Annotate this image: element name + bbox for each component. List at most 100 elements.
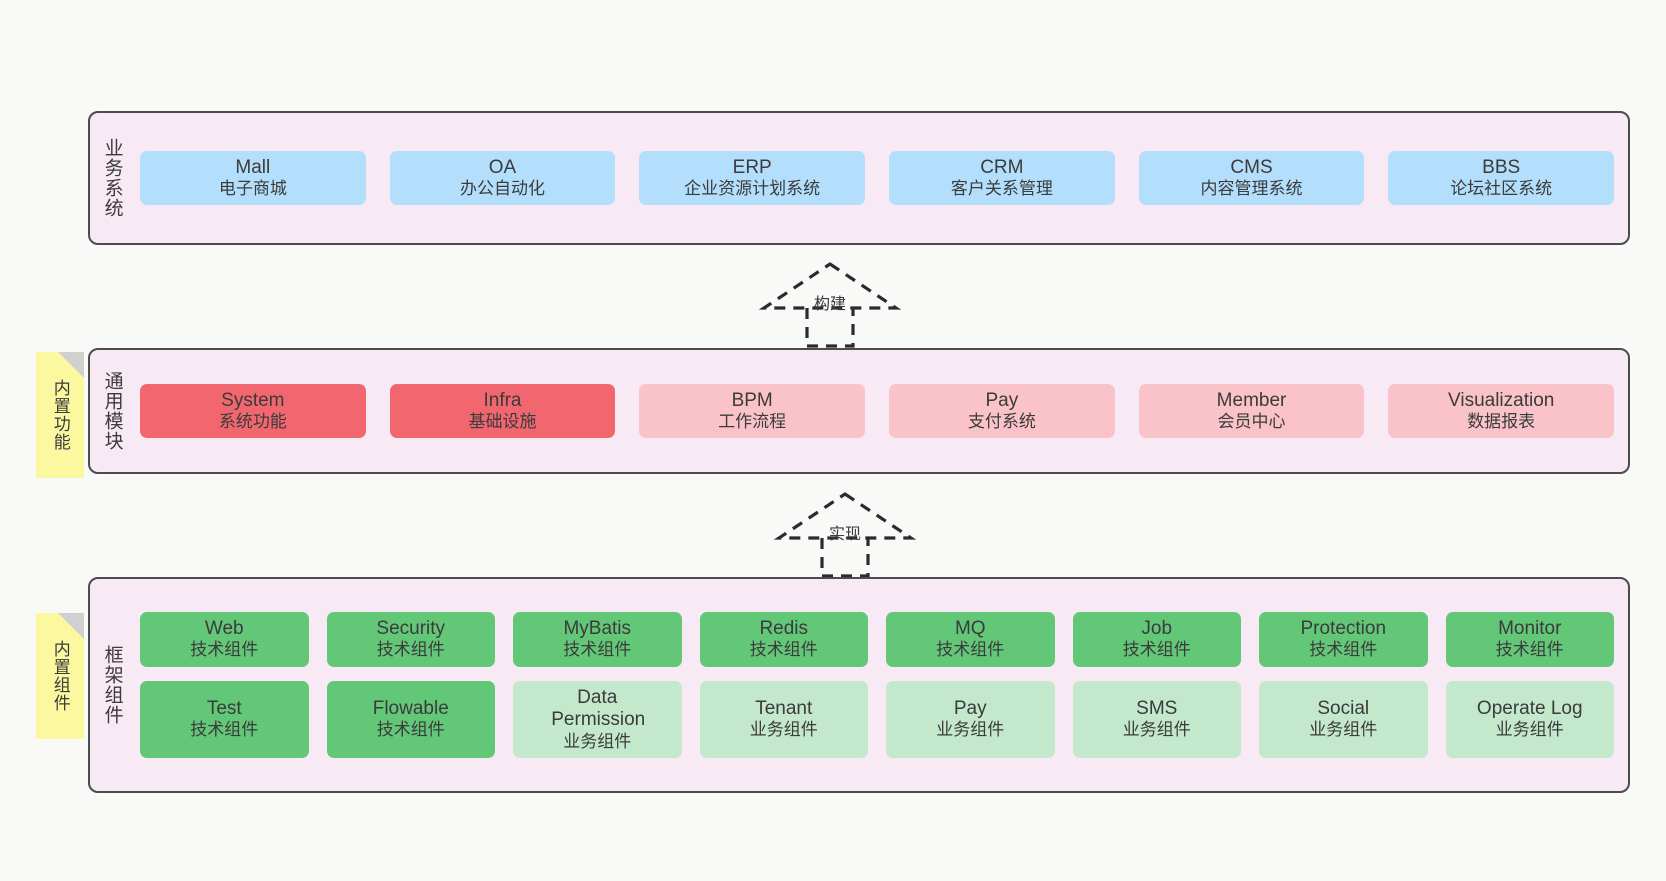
box-subtitle: 技术组件 bbox=[1309, 640, 1378, 660]
box-title: Protection bbox=[1300, 618, 1387, 639]
box-mq[interactable]: MQ 技术组件 bbox=[886, 612, 1055, 667]
box-title: Flowable bbox=[372, 698, 449, 719]
box-subtitle: 技术组件 bbox=[1495, 640, 1564, 660]
box-subtitle: 技术组件 bbox=[749, 640, 818, 660]
note-fold-corner-icon bbox=[58, 352, 84, 378]
box-title: Data Permission bbox=[551, 686, 646, 731]
box-pay-component[interactable]: Pay 业务组件 bbox=[886, 680, 1055, 758]
connector-implement: 实现 bbox=[760, 488, 930, 578]
box-subtitle: 技术组件 bbox=[190, 720, 259, 740]
box-subtitle: 业务组件 bbox=[936, 720, 1005, 740]
box-subtitle: 系统功能 bbox=[218, 412, 287, 431]
box-subtitle: 工作流程 bbox=[718, 412, 787, 431]
box-subtitle: 支付系统 bbox=[967, 412, 1036, 431]
row-tech-components: Web 技术组件 Security 技术组件 MyBatis 技术组件 Redi… bbox=[140, 612, 1614, 667]
box-subtitle: 技术组件 bbox=[376, 720, 445, 740]
box-title: Mall bbox=[235, 156, 271, 178]
layer-body-framework-component: Web 技术组件 Security 技术组件 MyBatis 技术组件 Redi… bbox=[134, 579, 1628, 791]
box-subtitle: 企业资源计划系统 bbox=[684, 179, 821, 198]
box-subtitle: 基础设施 bbox=[468, 412, 537, 431]
box-mybatis[interactable]: MyBatis 技术组件 bbox=[513, 612, 682, 667]
box-mall[interactable]: Mall 电子商城 bbox=[140, 150, 366, 206]
box-title: Operate Log bbox=[1476, 698, 1583, 719]
box-title: OA bbox=[488, 156, 517, 178]
box-subtitle: 技术组件 bbox=[563, 640, 632, 660]
box-subtitle: 业务组件 bbox=[563, 731, 632, 751]
box-web[interactable]: Web 技术组件 bbox=[140, 612, 309, 667]
box-title: Social bbox=[1317, 698, 1370, 719]
box-redis[interactable]: Redis 技术组件 bbox=[699, 612, 868, 667]
box-subtitle: 客户关系管理 bbox=[950, 179, 1053, 198]
box-title: CMS bbox=[1230, 156, 1273, 178]
box-title: SMS bbox=[1136, 698, 1178, 719]
box-title: Member bbox=[1216, 389, 1287, 411]
row-common-module: System 系统功能 Infra 基础设施 BPM 工作流程 Pay 支付系统… bbox=[140, 383, 1615, 439]
box-title: Security bbox=[376, 618, 446, 639]
box-title: MyBatis bbox=[563, 618, 632, 639]
box-test[interactable]: Test 技术组件 bbox=[140, 680, 309, 758]
box-tenant[interactable]: Tenant 业务组件 bbox=[699, 680, 868, 758]
layer-label-framework-component: 框架组件 bbox=[101, 645, 123, 725]
note-builtin-function: 内置功能 bbox=[36, 352, 84, 478]
box-title: Monitor bbox=[1498, 618, 1562, 639]
note-label: 内置组件 bbox=[50, 640, 70, 712]
row-business-system: Mall 电子商城 OA 办公自动化 ERP 企业资源计划系统 CRM 客户关系… bbox=[140, 150, 1615, 206]
box-title: CRM bbox=[980, 156, 1024, 178]
box-infra[interactable]: Infra 基础设施 bbox=[389, 383, 616, 439]
box-data-permission[interactable]: Data Permission 业务组件 bbox=[513, 680, 682, 758]
layer-framework-component: 框架组件 Web 技术组件 Security 技术组件 MyBatis 技术组件… bbox=[88, 577, 1630, 793]
box-system[interactable]: System 系统功能 bbox=[140, 383, 366, 439]
layer-business-system: 业务系统 Mall 电子商城 OA 办公自动化 ERP 企业资源计划系统 CRM… bbox=[88, 111, 1630, 245]
box-subtitle: 电子商城 bbox=[218, 179, 287, 198]
box-title: BPM bbox=[731, 389, 773, 411]
box-bbs[interactable]: BBS 论坛社区系统 bbox=[1388, 150, 1615, 206]
box-sms[interactable]: SMS 业务组件 bbox=[1072, 680, 1241, 758]
box-erp[interactable]: ERP 企业资源计划系统 bbox=[639, 150, 866, 206]
box-oa[interactable]: OA 办公自动化 bbox=[389, 150, 616, 206]
box-subtitle: 数据报表 bbox=[1467, 412, 1536, 431]
box-operate-log[interactable]: Operate Log 业务组件 bbox=[1445, 680, 1614, 758]
box-subtitle: 内容管理系统 bbox=[1200, 179, 1303, 198]
row-business-components: Test 技术组件 Flowable 技术组件 Data Permission … bbox=[140, 680, 1614, 758]
box-subtitle: 技术组件 bbox=[936, 640, 1005, 660]
box-pay[interactable]: Pay 支付系统 bbox=[889, 383, 1115, 439]
box-bpm[interactable]: BPM 工作流程 bbox=[639, 383, 866, 439]
layer-body-business-system: Mall 电子商城 OA 办公自动化 ERP 企业资源计划系统 CRM 客户关系… bbox=[134, 113, 1628, 243]
note-fold-corner-icon bbox=[58, 613, 84, 639]
box-title: Infra bbox=[483, 389, 522, 411]
box-member[interactable]: Member 会员中心 bbox=[1138, 383, 1365, 439]
layer-label-common-module: 通用模块 bbox=[101, 371, 123, 451]
box-subtitle: 业务组件 bbox=[749, 720, 818, 740]
box-title: Pay bbox=[985, 389, 1019, 411]
connector-implement-label: 实现 bbox=[828, 526, 862, 543]
box-subtitle: 论坛社区系统 bbox=[1450, 179, 1553, 198]
box-subtitle: 技术组件 bbox=[1122, 640, 1191, 660]
box-monitor[interactable]: Monitor 技术组件 bbox=[1445, 612, 1614, 667]
layer-common-module: 通用模块 System 系统功能 Infra 基础设施 BPM 工作流程 Pay… bbox=[88, 348, 1630, 474]
box-title: Job bbox=[1141, 618, 1173, 639]
box-subtitle: 业务组件 bbox=[1122, 720, 1191, 740]
box-subtitle: 技术组件 bbox=[376, 640, 445, 660]
box-flowable[interactable]: Flowable 技术组件 bbox=[326, 680, 495, 758]
box-title: MQ bbox=[954, 618, 986, 639]
box-title: Test bbox=[206, 698, 242, 719]
connector-implement-arrow bbox=[773, 492, 917, 578]
note-label: 内置功能 bbox=[50, 379, 70, 451]
box-protection[interactable]: Protection 技术组件 bbox=[1259, 612, 1428, 667]
box-title: Web bbox=[204, 618, 244, 639]
box-crm[interactable]: CRM 客户关系管理 bbox=[889, 150, 1115, 206]
box-title: Tenant bbox=[755, 698, 813, 719]
box-title: ERP bbox=[732, 156, 772, 178]
box-title: Visualization bbox=[1448, 389, 1555, 411]
box-subtitle: 业务组件 bbox=[1495, 720, 1564, 740]
box-title: BBS bbox=[1482, 156, 1521, 178]
box-social[interactable]: Social 业务组件 bbox=[1259, 680, 1428, 758]
box-visualization[interactable]: Visualization 数据报表 bbox=[1388, 383, 1615, 439]
box-cms[interactable]: CMS 内容管理系统 bbox=[1138, 150, 1365, 206]
box-security[interactable]: Security 技术组件 bbox=[326, 612, 495, 667]
box-subtitle: 会员中心 bbox=[1217, 412, 1286, 431]
box-job[interactable]: Job 技术组件 bbox=[1072, 612, 1241, 667]
layer-body-common-module: System 系统功能 Infra 基础设施 BPM 工作流程 Pay 支付系统… bbox=[134, 350, 1628, 472]
box-title: Pay bbox=[953, 698, 987, 719]
connector-build-label: 构建 bbox=[813, 296, 847, 313]
